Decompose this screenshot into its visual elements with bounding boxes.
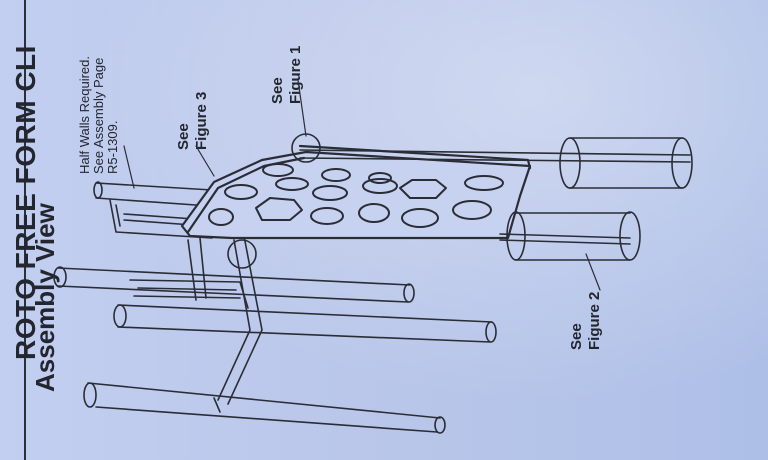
cylinder-lower: [506, 211, 641, 261]
page-border: [0, 0, 26, 460]
leader-figure-3: [195, 145, 215, 177]
leader-half-walls: [123, 145, 135, 189]
leader-figure-2: [585, 253, 601, 291]
rock-holds: [208, 163, 504, 228]
post-bottom: [83, 382, 446, 434]
frame-bracket: [129, 235, 263, 413]
cylinder-upper: [559, 137, 693, 189]
right-rails: [299, 149, 691, 245]
post-top: [53, 266, 415, 303]
detail-circle-figure-3: [227, 239, 257, 269]
leader-figure-1: [297, 79, 307, 137]
post-middle: [113, 304, 497, 343]
half-wall-rails: [93, 181, 213, 239]
